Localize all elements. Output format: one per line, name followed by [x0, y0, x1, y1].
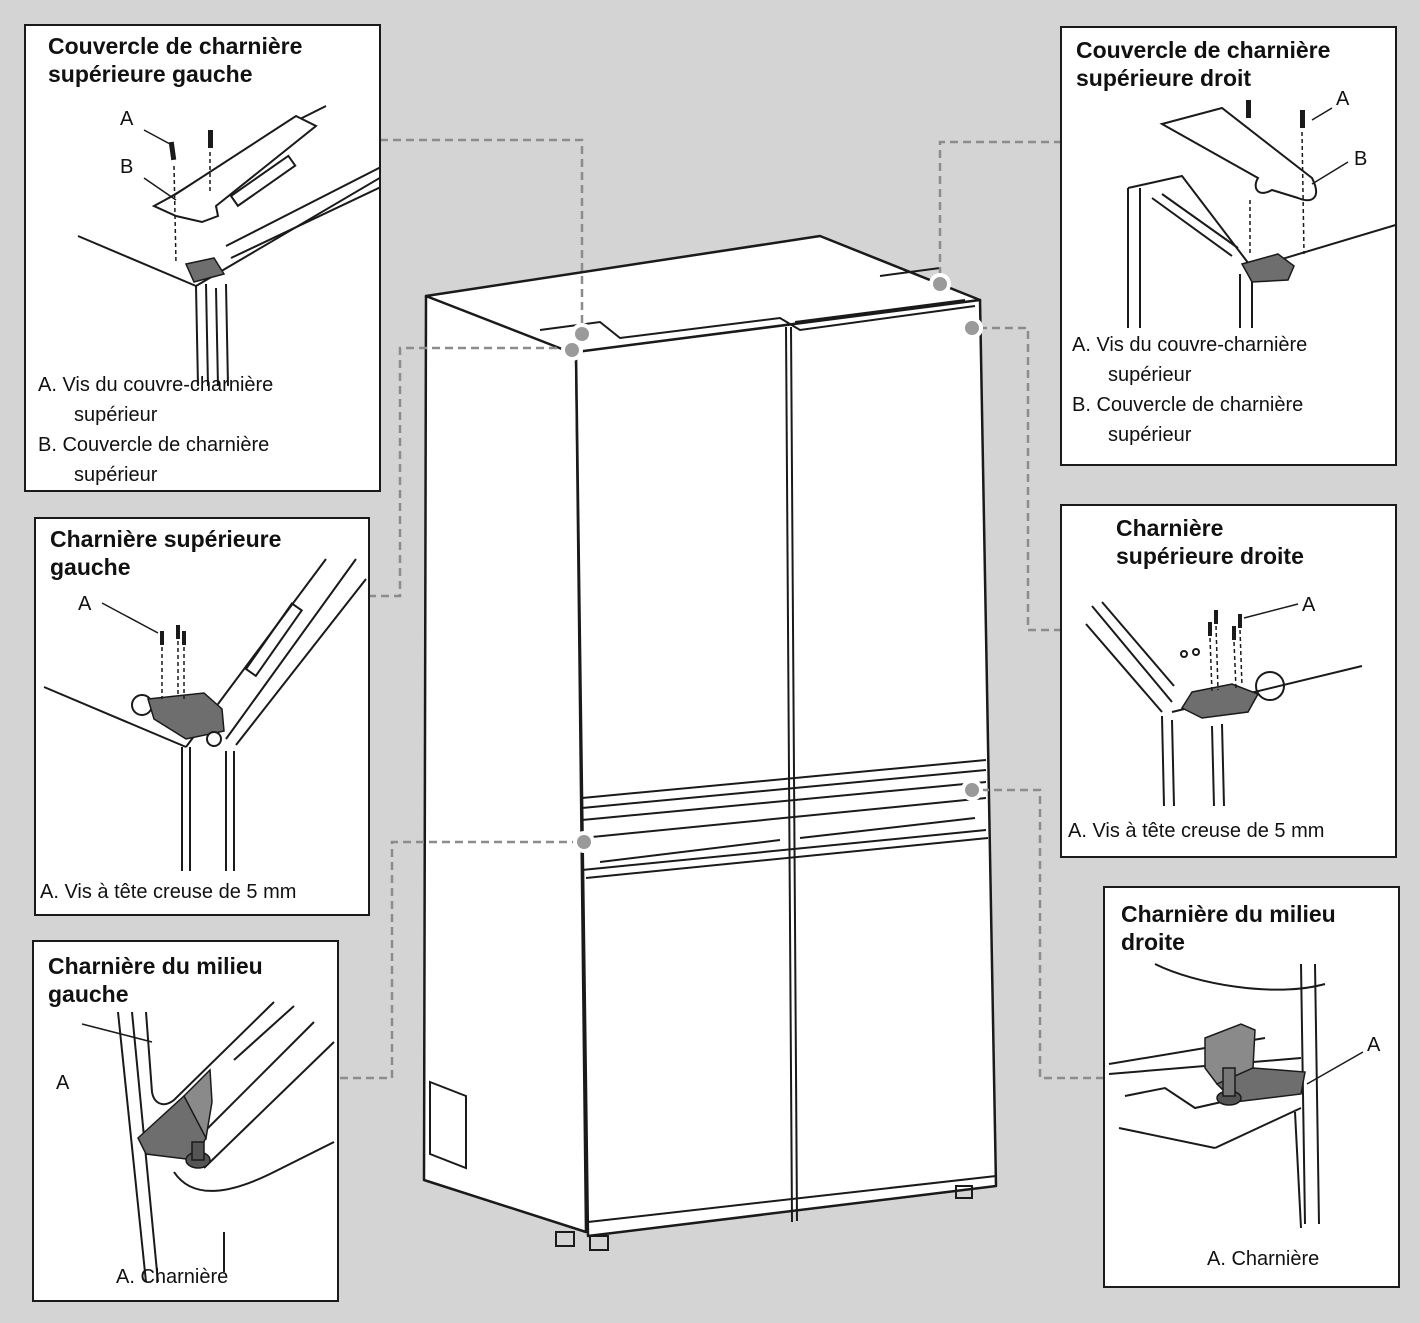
- top-right-hinge-illustration: [1085, 601, 1363, 807]
- panel-top-left-hinge: Charnière supérieure gauche A A. Vis à t…: [34, 517, 370, 916]
- callout-b: B: [1354, 148, 1368, 170]
- callout-a: A: [120, 108, 134, 130]
- hinge-plate: [147, 692, 225, 740]
- panel-title: Charnière du milieu droite: [1121, 901, 1336, 955]
- panel-middle-left-hinge: Charnière du milieu gauche A A. Charnièr…: [32, 940, 339, 1302]
- panel-caption: A. Charnière: [116, 1266, 229, 1288]
- top-right-cover-illustration: [1127, 100, 1395, 328]
- callout-a: A: [1367, 1034, 1381, 1056]
- middle-left-hinge-illustration: [81, 1001, 335, 1283]
- panel-title: Couvercle de charnière supérieure droit: [1076, 37, 1331, 91]
- top-left-hinge-illustration: [43, 558, 367, 871]
- fridge-front: [574, 298, 998, 1238]
- panel-caption: A. Vis du couvre-charnière supérieur B. …: [38, 374, 274, 486]
- panel-caption: A. Vis à tête creuse de 5 mm: [1068, 820, 1325, 842]
- callout-a: A: [1302, 594, 1316, 616]
- panel-top-right-cover: Couvercle de charnière supérieure droit …: [1060, 26, 1397, 466]
- panel-top-right-hinge: Charnière supérieure droite A A. Vis à t…: [1060, 504, 1397, 858]
- panel-title: Couvercle de charnière supérieure gauche: [48, 33, 303, 87]
- fridge-side-panel: [422, 294, 588, 1234]
- callout-a: A: [1336, 88, 1350, 110]
- panel-caption: A. Vis à tête creuse de 5 mm: [40, 881, 297, 903]
- callout-a: A: [78, 593, 92, 615]
- panel-middle-right-hinge: Charnière du milieu droite A A. Charnièr…: [1103, 886, 1400, 1288]
- callout-b: B: [120, 156, 134, 178]
- panel-caption: A. Charnière: [1207, 1248, 1320, 1270]
- hinge-plate: [1240, 253, 1295, 283]
- hinge-plate: [1180, 683, 1260, 719]
- panel-top-left-cover: Couvercle de charnière supérieure gauche…: [24, 24, 381, 492]
- panel-title: Charnière supérieure droite: [1116, 515, 1304, 569]
- panel-title: Charnière du milieu gauche: [48, 953, 263, 1007]
- panel-caption: A. Vis du couvre-charnière supérieur B. …: [1072, 334, 1308, 446]
- panel-title: Charnière supérieure gauche: [50, 526, 282, 580]
- callout-a: A: [56, 1072, 70, 1094]
- middle-right-hinge-illustration: [1108, 963, 1364, 1229]
- top-left-cover-illustration: [77, 105, 379, 387]
